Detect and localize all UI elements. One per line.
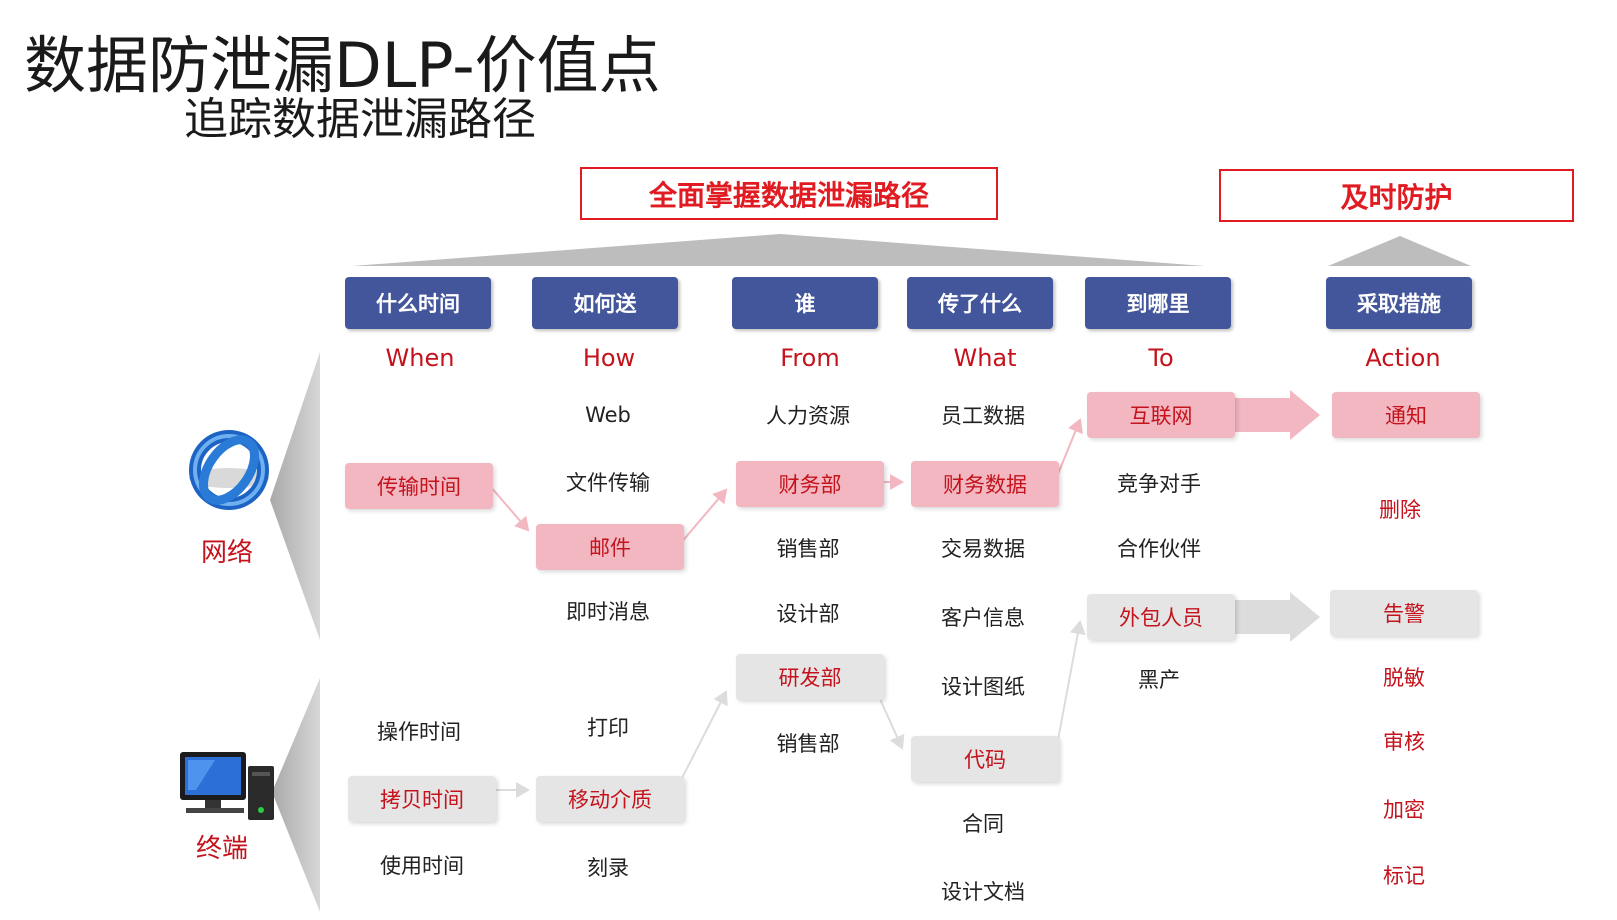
when-item-copy-time: 拷贝时间 [348, 776, 496, 822]
to-item-partner: 合作伙伴 [1117, 537, 1201, 561]
how-item-email: 邮件 [536, 524, 684, 570]
label-from: From [780, 344, 840, 372]
header-to: 到哪里 [1085, 277, 1231, 329]
how-item-web: Web [585, 403, 631, 427]
action-item-desensitize: 脱敏 [1383, 666, 1425, 690]
big-arrow-pink [1228, 390, 1320, 440]
from-item-rnd: 研发部 [736, 654, 884, 700]
label-to: To [1148, 344, 1174, 372]
what-item-employee-data: 员工数据 [941, 404, 1025, 428]
action-item-notify: 通知 [1332, 392, 1480, 438]
header-action: 采取措施 [1326, 277, 1472, 329]
from-item-hr: 人力资源 [766, 404, 850, 428]
when-item-usage-time: 使用时间 [380, 854, 464, 878]
when-item-transfer-time: 传输时间 [345, 463, 493, 509]
label-action: Action [1365, 344, 1441, 372]
connector-when-how [489, 485, 530, 532]
action-bracket-triangle [1328, 236, 1471, 266]
banner-protection: 及时防护 [1219, 169, 1574, 222]
connector-what-to-t [1057, 620, 1086, 741]
big-arrow-gray [1228, 592, 1320, 642]
to-item-black-market: 黑产 [1138, 668, 1180, 692]
how-item-im: 即时消息 [566, 600, 650, 624]
what-item-transaction-data: 交易数据 [941, 537, 1025, 561]
to-item-internet: 互联网 [1087, 392, 1235, 438]
to-item-outsourced-staff: 外包人员 [1087, 594, 1235, 640]
label-how: How [582, 344, 636, 372]
from-item-sales: 销售部 [776, 537, 840, 561]
when-item-operation-time: 操作时间 [377, 720, 461, 744]
page-title: 数据防泄漏DLP-价值点 [24, 29, 661, 102]
action-item-audit: 审核 [1383, 730, 1425, 754]
computer-icon [180, 752, 274, 820]
what-item-code: 代码 [911, 736, 1059, 782]
label-when: When [385, 344, 455, 372]
banner-leak-path: 全面掌握数据泄漏路径 [580, 167, 998, 220]
how-item-print: 打印 [587, 716, 629, 740]
side-label-terminal: 终端 [195, 834, 248, 864]
connector-what-to [1057, 418, 1083, 475]
how-item-burn: 刻录 [587, 856, 629, 880]
how-item-removable-media: 移动介质 [536, 776, 684, 822]
from-item-design: 设计部 [776, 602, 840, 626]
from-item-finance: 财务部 [736, 461, 884, 507]
side-label-network: 网络 [200, 538, 253, 568]
action-item-alert: 告警 [1330, 590, 1478, 636]
top-bracket-triangle [352, 234, 1205, 266]
label-what: What [953, 344, 1017, 372]
connector-how-from-t [679, 690, 728, 783]
what-item-design-docs: 设计文档 [941, 880, 1025, 904]
header-what: 传了什么 [907, 277, 1053, 329]
action-item-delete: 删除 [1379, 498, 1421, 522]
what-item-design-drawings: 设计图纸 [941, 675, 1025, 699]
what-item-customer-info: 客户信息 [941, 606, 1025, 630]
header-from: 谁 [732, 277, 878, 329]
header-when: 什么时间 [345, 277, 491, 329]
header-how: 如何送 [532, 277, 678, 329]
terminal-bracket [272, 678, 320, 912]
what-item-contract: 合同 [962, 812, 1004, 836]
action-item-tag: 标记 [1383, 864, 1425, 888]
how-item-file-transfer: 文件传输 [566, 471, 650, 495]
to-item-competitor: 竞争对手 [1117, 472, 1201, 496]
network-bracket [270, 352, 320, 640]
action-item-encrypt: 加密 [1383, 798, 1425, 822]
from-item-sales-2: 销售部 [776, 732, 840, 756]
network-icon [189, 430, 269, 510]
connector-how-from [679, 488, 728, 545]
page-subtitle: 追踪数据泄漏路径 [184, 94, 536, 145]
what-item-finance-data: 财务数据 [911, 461, 1059, 507]
